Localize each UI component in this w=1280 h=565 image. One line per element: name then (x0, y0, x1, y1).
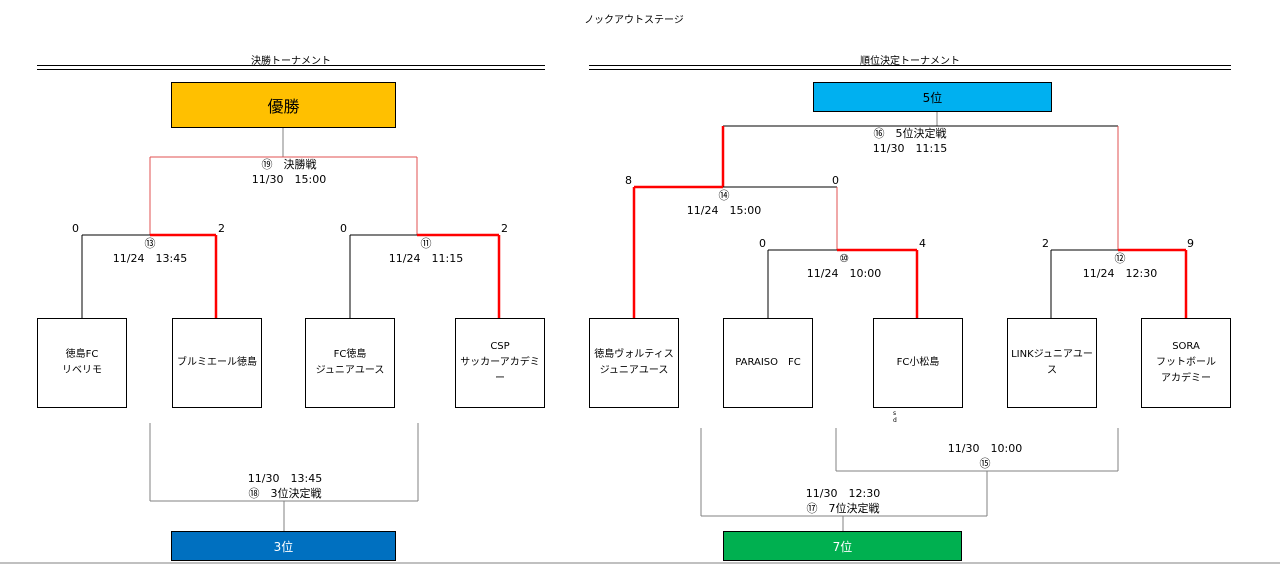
match-18-no: ⑱ (248, 486, 260, 500)
match-10-label: ⑩ 11/24 10:00 (807, 252, 881, 282)
match-12-datetime: 11/24 12:30 (1082, 266, 1158, 280)
champion-banner: 優勝 (171, 82, 396, 128)
left-section-divider (37, 65, 545, 70)
match-16-datetime: 11/30 11:15 (872, 141, 948, 155)
match-11-datetime: 11/24 11:15 (388, 251, 464, 265)
third-place-banner: 3位 (171, 531, 396, 561)
match-10-datetime: 11/24 10:00 (806, 266, 882, 280)
team-box-fc-tokushima-jy: FC徳島 ジュニアユース (305, 318, 395, 408)
match-13-datetime: 11/24 13:45 (112, 251, 188, 265)
match-15-datetime: 11/30 10:00 (947, 442, 1023, 455)
seventh-place-label: 7位 (832, 539, 853, 554)
match-10-score-left: 0 (759, 237, 766, 250)
team-box-tokushima-vortis-jy: 徳島ヴォルティス ジュニアユース (589, 318, 679, 408)
match-14-score-right: 0 (832, 174, 839, 187)
team-box-csp-soccer-academy: CSP サッカーアカデミー (455, 318, 545, 408)
note-sd: s d (893, 410, 897, 424)
match-11-label: ⑪ 11/24 11:15 (389, 237, 463, 267)
fifth-place-label: 5位 (922, 90, 943, 105)
match-14-label: ⑭ 11/24 15:00 (687, 189, 761, 219)
match-13-label: ⑬ 11/24 13:45 (113, 237, 187, 267)
team-box-tokushima-fc-riberimo: 徳島FC リベリモ (37, 318, 127, 408)
team-box-link-jy: LINKジュニアユース (1007, 318, 1097, 408)
match-14-no: ⑭ (718, 189, 730, 202)
match-16-name: 5位決定戦 (895, 127, 947, 140)
match-16-no: ⑯ (873, 127, 885, 140)
match-15-label: 11/30 10:00 ⑮ (948, 442, 1022, 472)
fifth-place-banner: 5位 (813, 82, 1052, 112)
champion-label: 優勝 (267, 97, 300, 116)
seventh-place-banner: 7位 (723, 531, 962, 561)
match-13-score-left: 0 (72, 222, 79, 235)
match-12-label: ⑫ 11/24 12:30 (1083, 252, 1157, 282)
right-section-title: 順位決定トーナメント (860, 56, 960, 67)
match-17-label: 11/30 12:30 ⑰ 7位決定戦 (806, 487, 880, 517)
match-12-score-right: 9 (1187, 237, 1194, 250)
match-13-score-right: 2 (218, 222, 225, 235)
team-box-brumiere-tokushima: ブルミエール徳島 (172, 318, 262, 408)
match-14-datetime: 11/24 15:00 (686, 203, 762, 217)
match-12-score-left: 2 (1042, 237, 1049, 250)
note-s: s (893, 410, 897, 417)
team-box-sora-football-academy: SORA フットボール アカデミー (1141, 318, 1231, 408)
match-11-score-left: 0 (340, 222, 347, 235)
note-d: d (893, 417, 897, 425)
team-box-fc-komatsushima: FC小松島 (873, 318, 963, 408)
page-title: ノックアウトステージ (584, 15, 684, 26)
match-18-label: 11/30 13:45 ⑱ 3位決定戦 (248, 472, 322, 502)
left-section-title: 決勝トーナメント (251, 56, 331, 67)
match-12-no: ⑫ (1114, 252, 1126, 265)
match-17-datetime: 11/30 12:30 (805, 487, 881, 500)
match-13-no: ⑬ (144, 237, 156, 250)
team-box-paraiso-fc: PARAISO FC (723, 318, 813, 408)
match-15-no: ⑮ (979, 456, 991, 470)
match-16-label: ⑯ 5位決定戦 11/30 11:15 (873, 127, 947, 157)
match-10-no: ⑩ (839, 252, 849, 265)
match-10-score-right: 4 (919, 237, 926, 250)
match-11-no: ⑪ (420, 237, 432, 250)
match-19-datetime: 11/30 15:00 (251, 172, 327, 186)
right-section-divider (589, 65, 1231, 70)
match-18-name: 3位決定戦 (270, 486, 322, 500)
match-18-datetime: 11/30 13:45 (247, 472, 323, 485)
match-11-score-right: 2 (501, 222, 508, 235)
match-14-score-left: 8 (625, 174, 632, 187)
match-19-label: ⑲ 決勝戦 11/30 15:00 (252, 158, 326, 188)
match-17-no: ⑰ (806, 501, 818, 515)
match-17-name: 7位決定戦 (828, 501, 880, 515)
third-place-label: 3位 (273, 539, 294, 554)
match-19-no: ⑲ (261, 158, 273, 171)
match-19-name: 決勝戦 (283, 158, 317, 171)
